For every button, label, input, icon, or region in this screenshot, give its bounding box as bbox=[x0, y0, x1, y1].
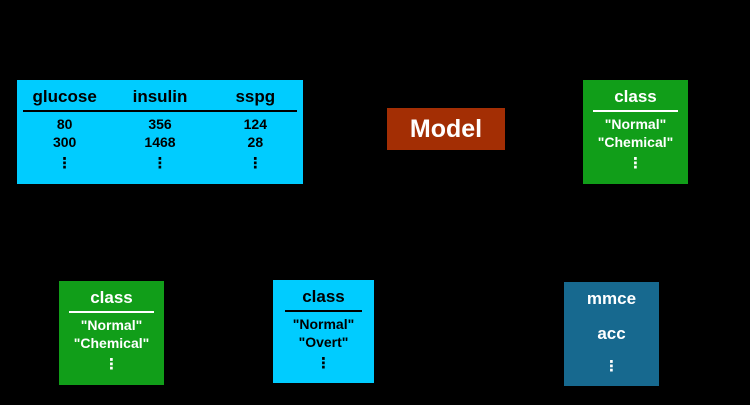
cell-insulin-2: 1468 bbox=[144, 134, 176, 150]
vertical-ellipsis: ⋮ bbox=[604, 357, 619, 375]
predicted-class-box-top: class "Normal" "Chemical" ⋮ bbox=[583, 80, 688, 184]
cell-glucose-2: 300 bbox=[52, 134, 77, 150]
table-header-underline bbox=[23, 110, 297, 112]
class-header-underline bbox=[69, 311, 154, 313]
class-value: "Chemical" bbox=[73, 335, 150, 351]
vertical-ellipsis: ⋮ bbox=[152, 154, 168, 172]
measure-acc: acc bbox=[597, 324, 626, 343]
class-value: "Normal" bbox=[604, 116, 667, 132]
cell-glucose-1: 80 bbox=[56, 116, 73, 132]
class-header-underline bbox=[593, 110, 678, 112]
class-header: class bbox=[302, 287, 345, 306]
table-row: 300 1468 28 bbox=[17, 133, 303, 151]
vertical-ellipsis: ⋮ bbox=[316, 354, 331, 372]
cell-sspg-1: 124 bbox=[243, 116, 267, 132]
model-label: Model bbox=[409, 114, 483, 143]
true-class-box: class "Normal" "Overt" ⋮ bbox=[273, 280, 374, 383]
cell-sspg-2: 28 bbox=[247, 134, 264, 150]
cell-insulin-1: 356 bbox=[148, 116, 172, 132]
performance-measures-box: mmce acc ⋮ bbox=[564, 282, 659, 386]
test-features-table: glucose insulin sspg 80 356 124 300 1468… bbox=[17, 80, 303, 184]
features-header-row: glucose insulin sspg bbox=[17, 85, 303, 109]
vertical-ellipsis: ⋮ bbox=[247, 154, 263, 172]
class-value: "Normal" bbox=[292, 316, 355, 332]
vertical-ellipsis: ⋮ bbox=[628, 154, 643, 172]
class-header-underline bbox=[285, 310, 362, 312]
class-header: class bbox=[614, 87, 657, 106]
class-value: "Overt" bbox=[298, 334, 349, 350]
column-header-insulin: insulin bbox=[132, 87, 188, 106]
class-header: class bbox=[90, 288, 133, 307]
measure-mmce: mmce bbox=[586, 289, 637, 308]
table-ellipsis-row: ⋮ ⋮ ⋮ bbox=[17, 151, 303, 171]
column-header-glucose: glucose bbox=[32, 87, 97, 106]
class-value: "Chemical" bbox=[597, 134, 674, 150]
vertical-ellipsis: ⋮ bbox=[104, 355, 119, 373]
vertical-ellipsis: ⋮ bbox=[57, 154, 73, 172]
table-row: 80 356 124 bbox=[17, 115, 303, 133]
column-header-sspg: sspg bbox=[235, 87, 276, 106]
class-value: "Normal" bbox=[80, 317, 143, 333]
model-box: Model bbox=[387, 108, 505, 150]
predicted-class-box-bottom: class "Normal" "Chemical" ⋮ bbox=[59, 281, 164, 385]
